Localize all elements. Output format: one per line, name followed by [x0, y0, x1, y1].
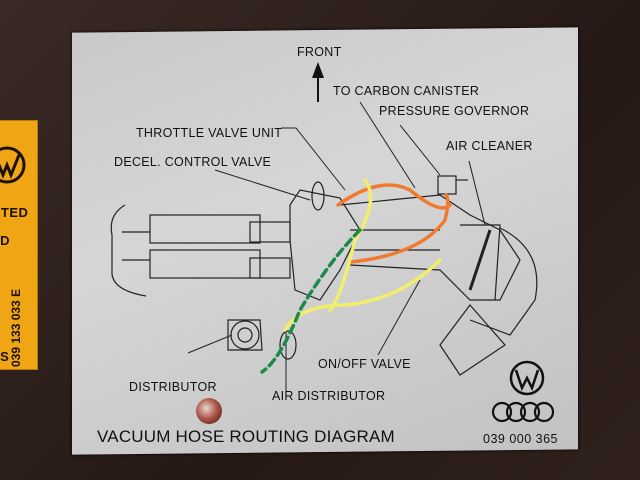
label-throttle-valve-unit: THROTTLE VALVE UNIT [136, 126, 283, 140]
label-carbon-canister: TO CARBON CANISTER [333, 84, 480, 98]
rivet [196, 398, 222, 424]
hose-green [260, 228, 362, 374]
diagram-title: VACUUM HOSE ROUTING DIAGRAM [97, 427, 395, 446]
distributor-drawing [227, 319, 297, 360]
leader-lines [187, 101, 486, 392]
hose-orange [336, 183, 452, 210]
front-label: FRONT [297, 45, 342, 59]
hose-orange [348, 193, 450, 264]
label-decel-control-valve: DECEL. CONTROL VALVE [114, 155, 272, 169]
label-air-distributor: AIR DISTRIBUTOR [272, 389, 386, 403]
engine-outline [110, 175, 538, 376]
sticker-line: CTED [0, 205, 29, 220]
hoses [260, 178, 452, 374]
hose-yellow [328, 178, 373, 312]
yellow-sticker: CTED ED E ES 039 133 033 E [0, 120, 38, 370]
label-air-cleaner: AIR CLEANER [446, 139, 533, 153]
sticker-line: ES [0, 349, 10, 364]
label-distributor: DISTRIBUTOR [129, 380, 217, 394]
audi-rings-icon [491, 401, 555, 423]
vw-logo-icon [509, 360, 545, 396]
label-on-off-valve: ON/OFF VALVE [318, 357, 411, 371]
sticker-line: ED [0, 233, 11, 248]
vw-logo-icon [0, 146, 26, 184]
front-arrow-icon [312, 62, 324, 102]
plate-part-number: 039 000 365 [483, 432, 559, 446]
label-pressure-governor: PRESSURE GOVERNOR [379, 104, 530, 118]
